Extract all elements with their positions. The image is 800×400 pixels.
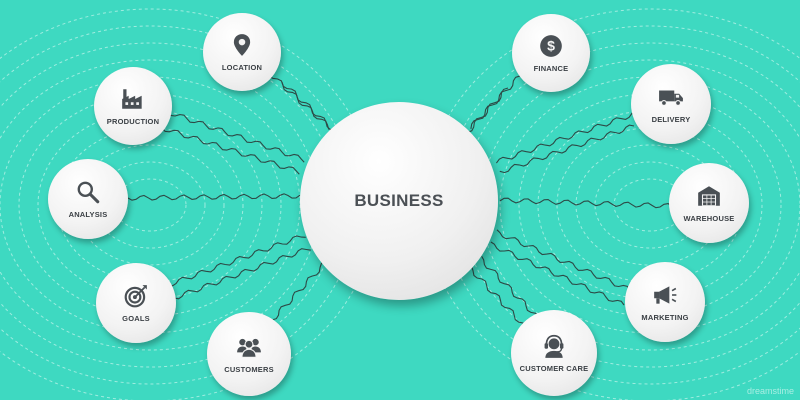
node-label: LOCATION [221,63,263,72]
connector-line [496,229,631,291]
megaphone-icon [654,286,677,304]
node-goals: GOALS [96,263,176,343]
node-warehouse: WAREHOUSE [669,163,749,243]
center-node: BUSINESS [300,102,498,300]
node-location: LOCATION [203,13,281,91]
connector-line [281,81,342,136]
dashed-ring [537,110,763,300]
node-finance: $ FINANCE [512,14,590,92]
node-analysis: ANALYSIS [48,159,128,239]
node-marketing: MARKETING [625,262,705,342]
connector-line [490,241,625,306]
node-label: PRODUCTION [106,117,160,126]
connector-line [127,193,301,201]
connector-line [470,75,521,129]
node-label: WAREHOUSE [683,214,735,223]
connector-line [167,235,306,287]
watermark: dreamstime [746,386,794,396]
node-label: DELIVERY [651,115,691,124]
node-label: ANALYSIS [68,210,108,219]
magnifier-icon [77,181,100,204]
warehouse-icon [698,186,720,206]
truck-icon [659,90,683,106]
map-pin-icon [233,34,251,56]
factory-icon [122,89,142,109]
node-label: CUSTOMER CARE [519,364,589,373]
connector-line [460,87,509,138]
target-icon [124,285,147,308]
connector-line [481,256,541,321]
dashed-ring [94,161,206,249]
connector-line [161,127,300,175]
connector-line [495,110,641,164]
people-icon [237,338,261,358]
svg-text:$: $ [547,38,555,54]
connectors [127,71,673,331]
node-label: GOALS [122,314,150,323]
dollar-coin-icon: $ [540,35,562,57]
connector-line [173,248,311,300]
node-customer-care: CUSTOMER CARE [511,310,597,396]
connector-line [471,266,529,331]
center-title: BUSINESS [354,191,444,210]
node-production: PRODUCTION [94,67,172,145]
node-label: FINANCE [533,64,569,73]
connector-line [499,197,673,209]
headset-icon [544,334,564,358]
node-delivery: DELIVERY [631,64,711,144]
connector-line [271,260,326,321]
connector-line [499,124,635,174]
node-label: MARKETING [641,313,689,322]
node-label: CUSTOMERS [224,365,274,374]
connector-line [167,111,305,163]
dashed-ring [37,110,263,300]
node-customers: CUSTOMERS [207,312,291,396]
